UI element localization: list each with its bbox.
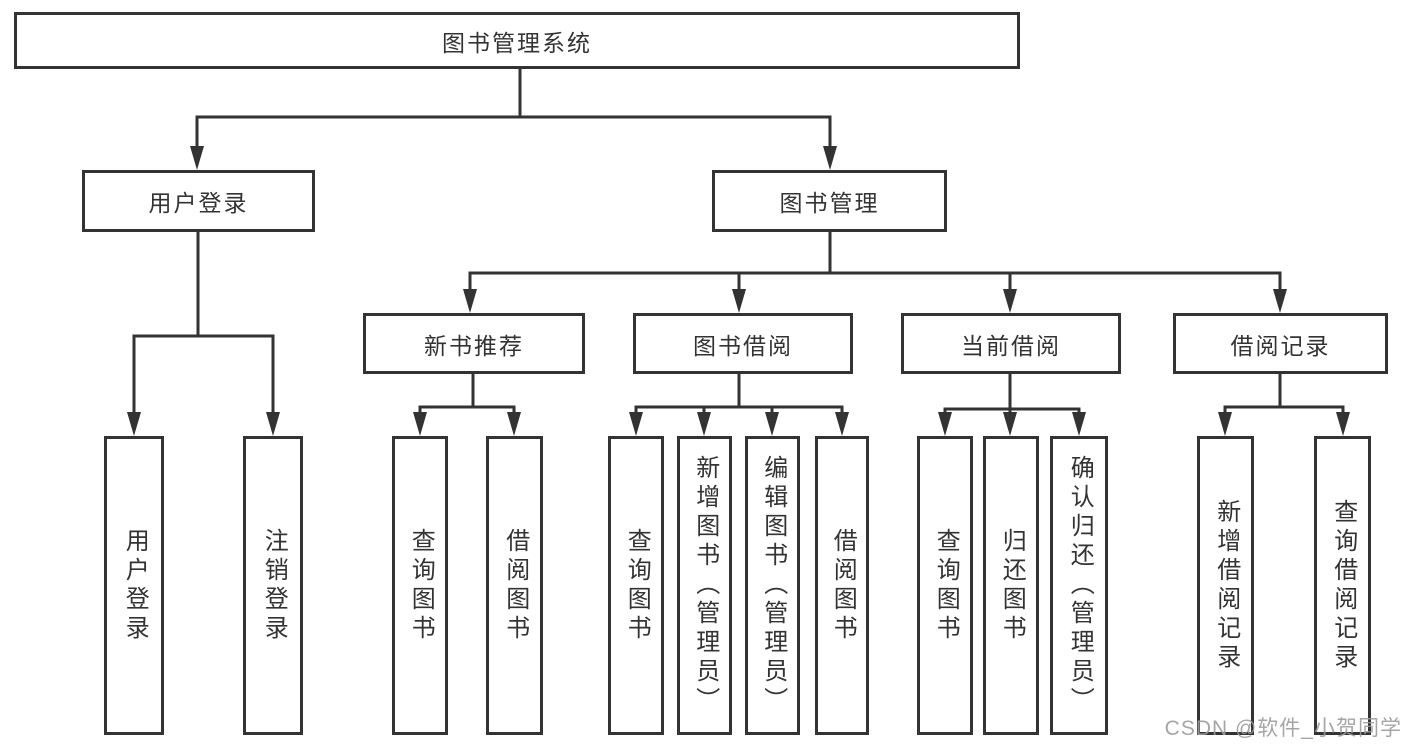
- node-label: 新书推荐: [424, 332, 524, 359]
- node-label: 归还图书: [998, 527, 1026, 644]
- node-label: 图书借阅: [693, 332, 793, 359]
- leaf-logout: 注销登录: [243, 436, 303, 735]
- node-label: 用户登录: [121, 527, 149, 644]
- node-label: 借阅图书: [829, 527, 857, 644]
- leaf-query-books-current: 查询图书: [917, 436, 973, 735]
- node-label: 编辑图书（管理员）: [759, 455, 787, 716]
- node-label: 用户登录: [148, 190, 249, 216]
- node-current-borrowing: 当前借阅: [901, 313, 1121, 374]
- node-new-book-recommend: 新书推荐: [363, 313, 585, 374]
- node-library-management-system: 图书管理系统: [14, 12, 1020, 69]
- leaf-edit-books-admin: 编辑图书（管理员）: [745, 436, 800, 735]
- node-label: 新增借阅记录: [1212, 498, 1240, 673]
- leaf-user-login: 用户登录: [104, 436, 164, 735]
- node-label: 图书管理系统: [442, 29, 592, 56]
- node-user-login: 用户登录: [82, 170, 315, 232]
- node-label: 查询借阅记录: [1329, 498, 1357, 673]
- node-label: 借阅记录: [1230, 332, 1331, 359]
- leaf-return-books: 归还图书: [983, 436, 1039, 735]
- node-label: 借阅图书: [501, 527, 529, 644]
- node-label: 新增图书（管理员）: [691, 455, 719, 716]
- node-label: 图书管理: [779, 190, 880, 216]
- node-label: 查询图书: [932, 527, 960, 644]
- csdn-watermark: CSDN @软件_小贺同学: [1164, 717, 1402, 740]
- node-label: 当前借阅: [961, 332, 1061, 359]
- leaf-add-books-admin: 新增图书（管理员）: [677, 436, 732, 735]
- leaf-borrow-books-recommend: 借阅图书: [486, 436, 543, 735]
- node-label: 注销登录: [260, 527, 288, 644]
- node-label: 查询图书: [623, 527, 651, 644]
- node-book-management: 图书管理: [712, 170, 947, 232]
- node-book-borrowing: 图书借阅: [633, 313, 853, 374]
- node-borrowing-records: 借阅记录: [1173, 313, 1388, 374]
- node-label: 查询图书: [407, 527, 435, 644]
- leaf-query-books-borrowing: 查询图书: [608, 436, 664, 735]
- leaf-query-borrowing-record: 查询借阅记录: [1314, 436, 1371, 735]
- leaf-confirm-return-admin: 确认归还（管理员）: [1050, 436, 1108, 735]
- node-label: 确认归还（管理员）: [1066, 455, 1094, 716]
- leaf-add-borrowing-record: 新增借阅记录: [1197, 436, 1254, 735]
- leaf-query-books-recommend: 查询图书: [392, 436, 448, 735]
- leaf-borrow-books-borrowing: 借阅图书: [815, 436, 869, 735]
